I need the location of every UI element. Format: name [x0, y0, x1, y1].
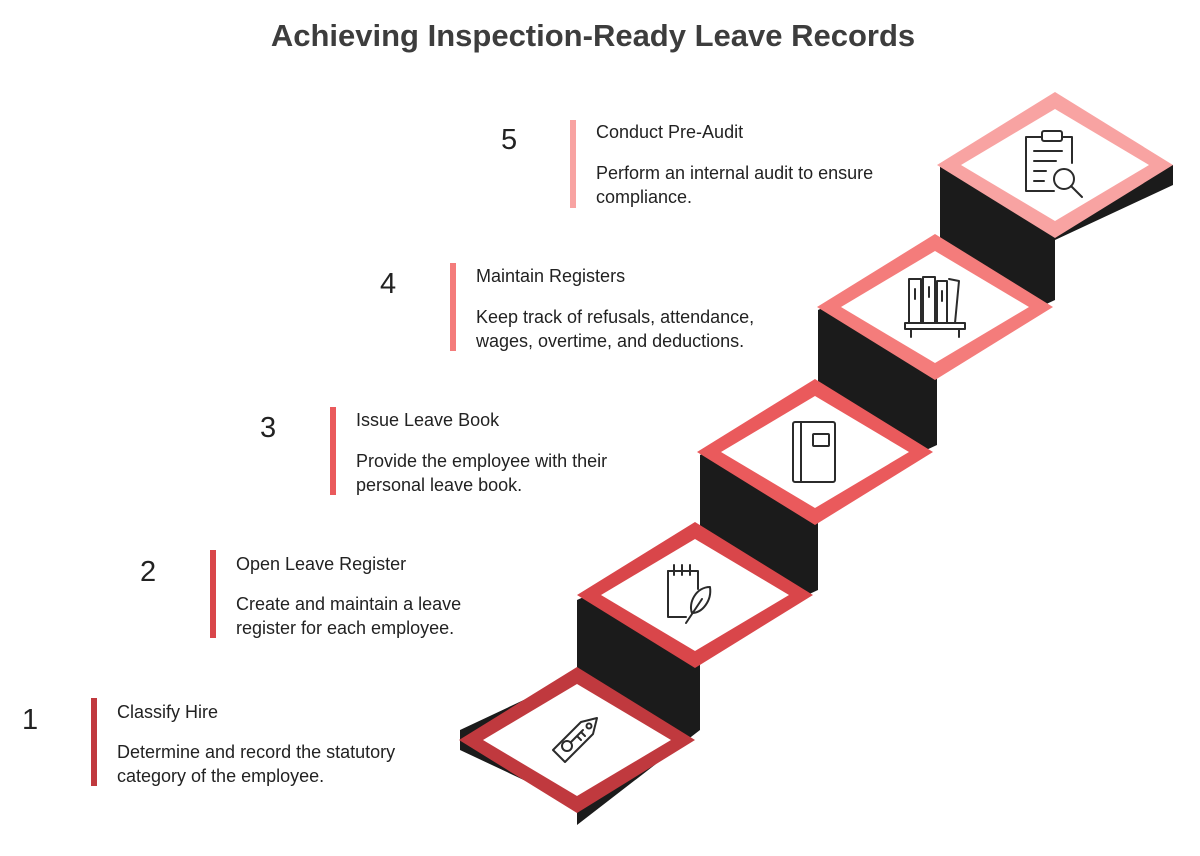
notebook-icon	[792, 421, 836, 483]
step-number: 5	[501, 124, 518, 156]
step-heading: Issue Leave Book	[356, 410, 500, 430]
step-face-inner-3	[721, 396, 909, 508]
diagram-title: Achieving Inspection-Ready Leave Records	[270, 18, 916, 53]
step-heading: Classify Hire	[117, 702, 219, 722]
clipboard-search-icon	[1025, 130, 1083, 198]
step-description: Determine and record the statutory categ…	[117, 742, 396, 786]
step-number: 2	[140, 556, 157, 588]
step-accent-bar	[450, 263, 456, 351]
step-accent-bar	[91, 698, 97, 786]
binders-shelf-icon	[904, 276, 966, 338]
step-description: Keep track of refusals, attendance, wage…	[476, 307, 755, 351]
step-number: 1	[22, 704, 39, 736]
step-heading: Open Leave Register	[236, 554, 407, 574]
step-number: 3	[260, 412, 277, 444]
key-tag-icon	[552, 717, 598, 763]
step-face-inner-1	[483, 684, 671, 796]
step-face-inner-5	[961, 109, 1149, 221]
step-accent-bar	[330, 407, 336, 495]
calendar-feather-icon	[667, 564, 712, 624]
step-number: 4	[380, 268, 397, 300]
step-description: Provide the employee with their personal…	[356, 451, 608, 495]
step-heading: Conduct Pre-Audit	[596, 122, 744, 142]
step-heading: Maintain Registers	[476, 266, 626, 286]
step-description: Create and maintain a leave register for…	[236, 594, 462, 638]
step-accent-bar	[570, 120, 576, 208]
step-accent-bar	[210, 550, 216, 638]
step-description: Perform an internal audit to ensure comp…	[596, 163, 874, 207]
